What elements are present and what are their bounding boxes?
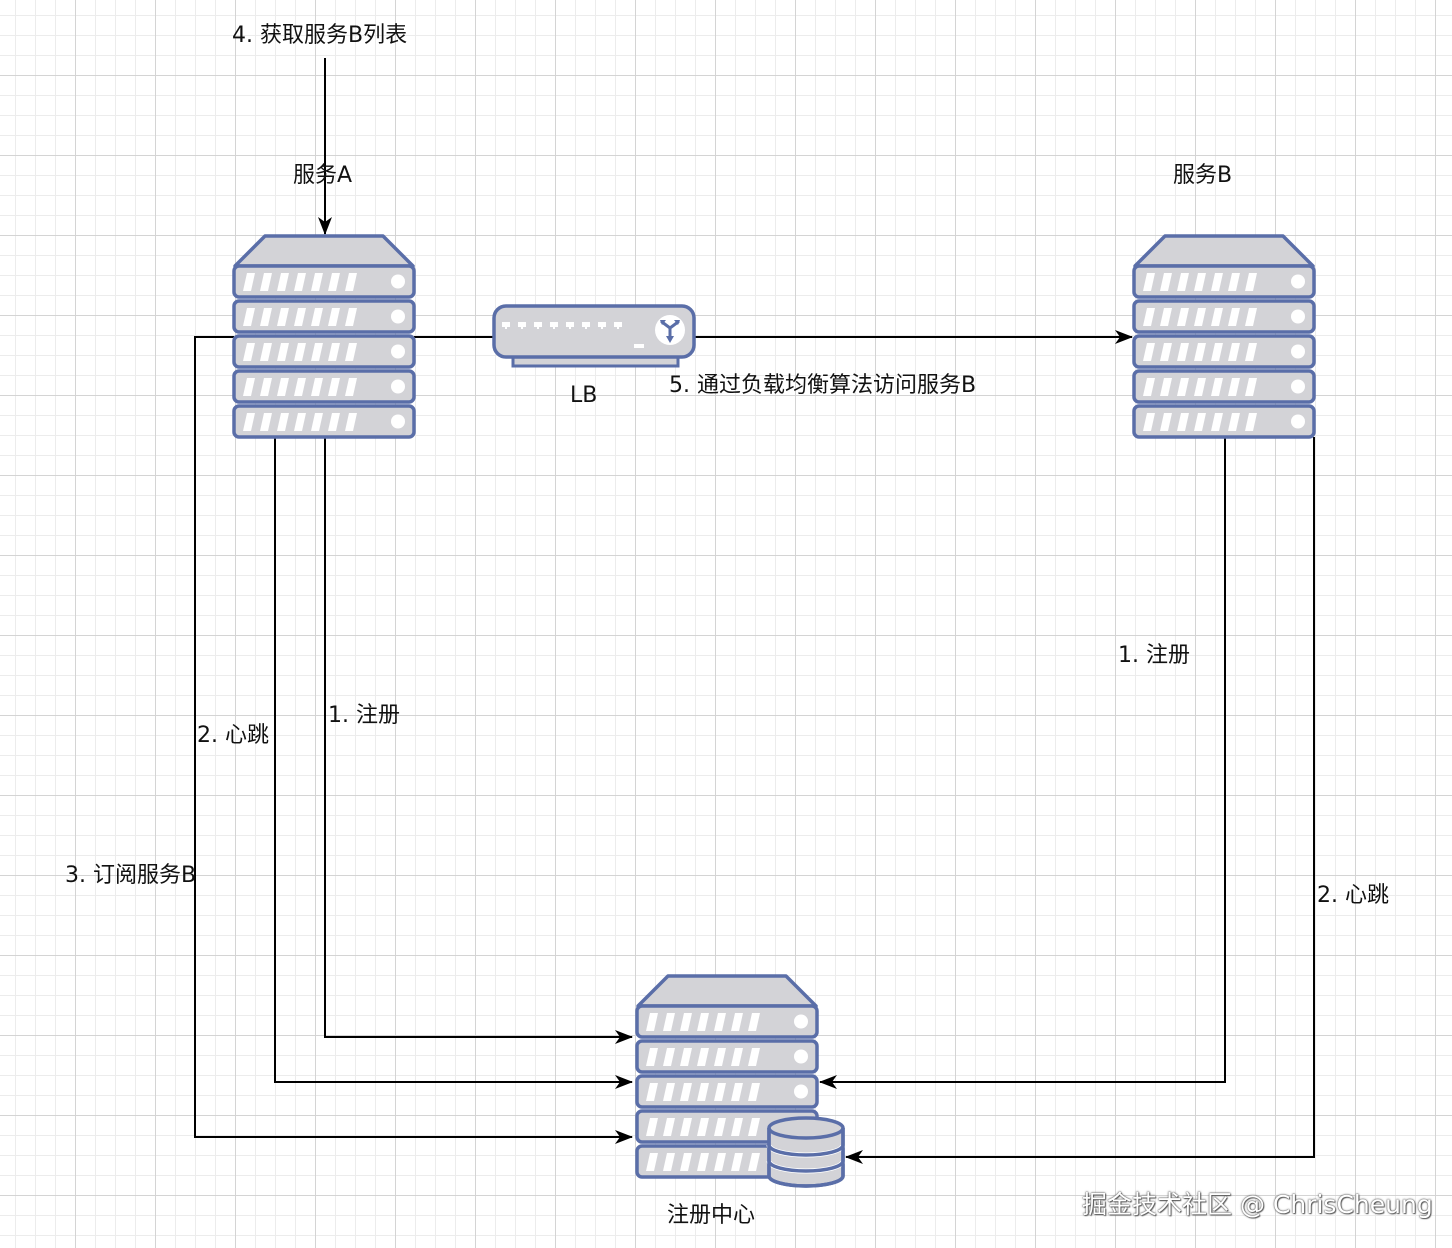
service-a-label: 服务A bbox=[293, 163, 353, 188]
edge-label-lb-to-b: 5. 通过负载均衡算法访问服务B bbox=[669, 373, 977, 398]
service-b-label: 服务B bbox=[1173, 163, 1233, 188]
lb-device-icon[interactable] bbox=[492, 304, 696, 368]
edge-a-subscribe bbox=[194, 336, 633, 1144]
edges bbox=[194, 58, 1315, 1164]
edge-b-register bbox=[819, 437, 1226, 1089]
edge-a-register bbox=[324, 437, 633, 1044]
watermark: 掘金技术社区 @ ChrisCheung bbox=[1082, 1190, 1433, 1219]
edge-label-b-heartbeat: 2. 心跳 bbox=[1317, 883, 1389, 908]
registry-label: 注册中心 bbox=[667, 1203, 756, 1228]
edge-label-a-subscribe: 3. 订阅服务B bbox=[65, 863, 197, 888]
edge-label-a-get-list: 4. 获取服务B列表 bbox=[232, 23, 408, 48]
edge-a-heartbeat bbox=[274, 437, 633, 1089]
service-a-server-icon[interactable] bbox=[234, 236, 414, 437]
lb-label: LB bbox=[570, 383, 598, 408]
edge-label-a-heartbeat: 2. 心跳 bbox=[197, 723, 269, 748]
edge-b-heartbeat bbox=[845, 437, 1315, 1164]
service-b-server-icon[interactable] bbox=[1134, 236, 1314, 437]
edge-label-a-register: 1. 注册 bbox=[328, 703, 400, 728]
edge-label-b-register: 1. 注册 bbox=[1118, 643, 1190, 668]
database-icon bbox=[766, 1116, 846, 1188]
